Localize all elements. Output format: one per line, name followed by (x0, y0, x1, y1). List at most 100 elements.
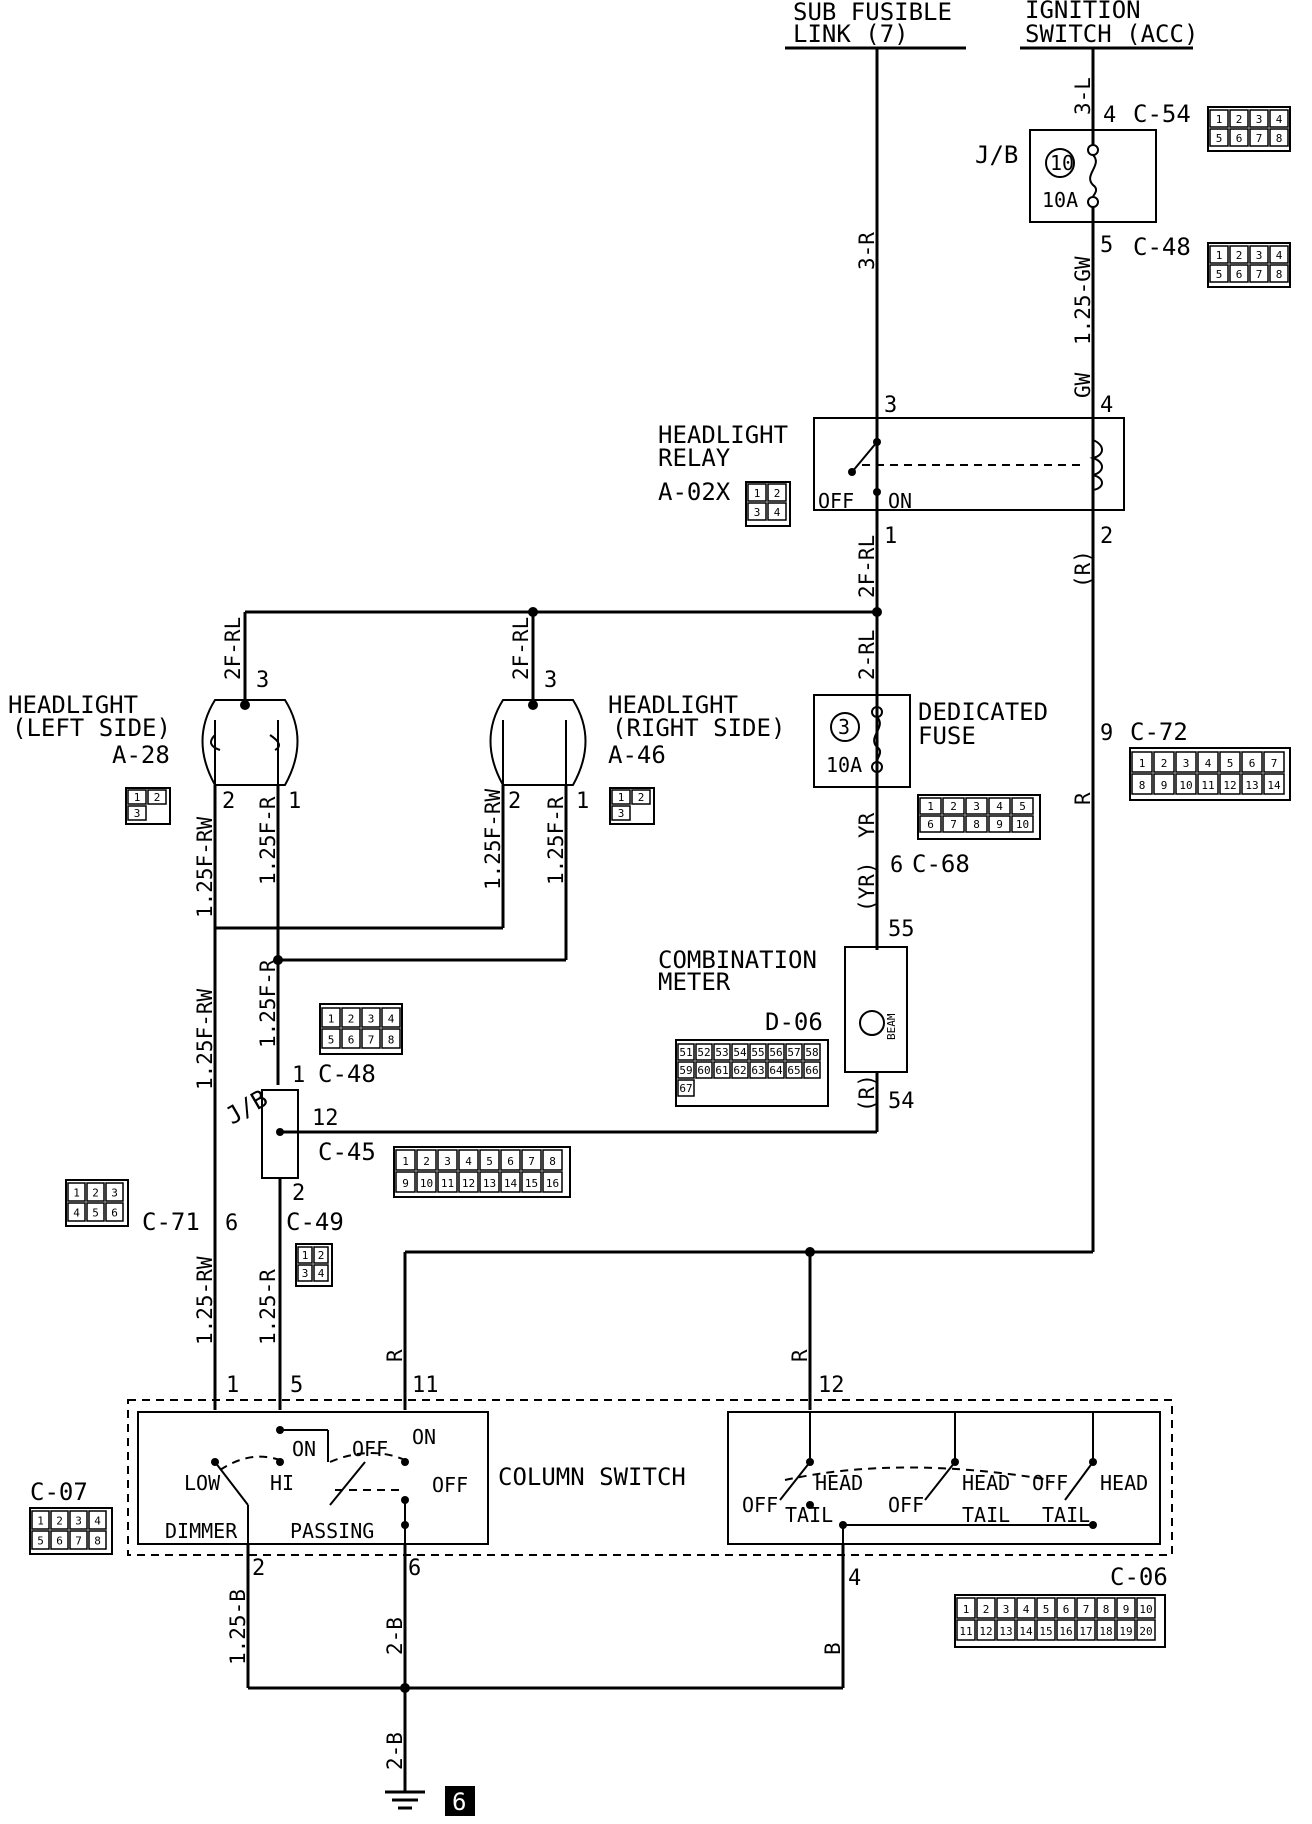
headlight-right-name-1: HEADLIGHT (608, 691, 738, 719)
c06-cell (996, 1619, 1016, 1641)
d06-cell (749, 1043, 767, 1061)
a02x-cell (767, 502, 787, 521)
c72-cell (1241, 773, 1263, 795)
c06-cell-number: 17 (1079, 1625, 1092, 1638)
jb-fuse-10: 10 10A J/B (975, 129, 1157, 223)
c06-cell (1116, 1619, 1136, 1641)
c07-cell-number: 5 (37, 1535, 44, 1548)
meter-beam-label: BEAM (885, 1013, 898, 1040)
cs-off-label-2: OFF (432, 1473, 468, 1497)
headlight-relay-name-1: HEADLIGHT (658, 421, 788, 449)
d06-cell-number: 65 (787, 1064, 800, 1077)
c48b-cell (361, 1028, 381, 1049)
c48-face-top (1207, 242, 1291, 288)
c06-cell (976, 1619, 996, 1641)
c48b-cell-number: 6 (348, 1033, 355, 1046)
column-switch: 1 5 11 12 COLUMN SWITCH LOW HI ON OFF ON… (127, 1373, 1173, 1556)
c45-cell-number: 10 (420, 1177, 433, 1190)
c06-cell (1036, 1619, 1056, 1641)
cs-passing-label: PASSING (290, 1519, 374, 1543)
pin-c68-6: 6 (890, 853, 903, 878)
c68-cell (1011, 815, 1034, 833)
pin-left-3: 3 (256, 668, 269, 693)
c48b-cell (321, 1007, 341, 1028)
c45-cell (416, 1171, 437, 1193)
c49-cell (297, 1264, 313, 1282)
c54-cell-number: 1 (1216, 113, 1223, 126)
headlight-left-name-1: HEADLIGHT (8, 691, 138, 719)
c68-cell (965, 797, 988, 815)
d06-cell-number: 66 (805, 1064, 818, 1077)
c45-cell-number: 5 (486, 1155, 493, 1168)
c45-cell (521, 1171, 542, 1193)
c45-cell-number: 2 (423, 1155, 430, 1168)
d06-cell (731, 1061, 749, 1079)
c72-cell (1153, 751, 1175, 773)
headlight-relay: HEADLIGHT RELAY A-02X OFF ON (658, 417, 1125, 612)
connector-c45-label: C-45 (318, 1138, 376, 1166)
c45-cell-number: 8 (549, 1155, 556, 1168)
headlight-output-wiring: 1.25F-RW 1.25F-R 1.25F-RW 1.25F-R 1.25F-… (193, 785, 568, 1410)
d06-cell (803, 1061, 821, 1079)
a28-cell-number: 3 (134, 807, 141, 820)
c71-cell-number: 2 (92, 1187, 99, 1200)
cs-off-label-1: OFF (352, 1437, 388, 1461)
relay-on-label: ON (888, 489, 912, 513)
d06-cell-number: 63 (751, 1064, 764, 1077)
c72-cell (1131, 773, 1153, 795)
c45-cell (500, 1171, 521, 1193)
d06-cell-number: 58 (805, 1046, 818, 1059)
c71-cell-number: 3 (111, 1187, 118, 1200)
connector-c06-label: C-06 (1110, 1563, 1168, 1591)
c72-cell (1263, 751, 1285, 773)
pin-cs-12: 12 (818, 1373, 845, 1398)
sub-fusible-link-source: SUB FUSIBLE LINK (7) (785, 0, 966, 50)
pin-relay-4: 4 (1100, 393, 1113, 418)
c48-face-mid (319, 1003, 403, 1055)
d06-cell-number: 67 (679, 1082, 692, 1095)
c07-cell-number: 7 (75, 1535, 82, 1548)
d06-cell-number: 64 (769, 1064, 783, 1077)
cs-off-label-5: OFF (1032, 1471, 1068, 1495)
c06-cell (956, 1619, 976, 1641)
a02x-cell (747, 483, 767, 502)
d06-cell-number: 51 (679, 1046, 692, 1059)
wire-r-paren-label-1: (R) (1071, 550, 1095, 588)
c54-cell (1209, 128, 1229, 147)
c48-cell (1269, 264, 1289, 283)
c45-cell-number: 1 (402, 1155, 409, 1168)
cs-low-label: LOW (184, 1471, 221, 1495)
c45-cell (521, 1149, 542, 1171)
c68-cell-number: 5 (1019, 800, 1026, 813)
cs-head-label-2: HEAD (962, 1471, 1010, 1495)
cs-head-label-3: HEAD (1100, 1471, 1148, 1495)
ground-wiring: 6 (246, 1544, 845, 1816)
c45-cell (479, 1149, 500, 1171)
c06-cell-number: 4 (1023, 1603, 1030, 1616)
d06-cell (767, 1043, 785, 1061)
c68-cell-number: 6 (927, 818, 934, 831)
c72-cell (1153, 773, 1175, 795)
cs-dimmer-label: DIMMER (165, 1519, 238, 1543)
c07-cell-number: 6 (56, 1535, 63, 1548)
a02x-cell-number: 4 (774, 506, 781, 519)
c06-cell (976, 1597, 996, 1619)
c45-cell (479, 1171, 500, 1193)
c72-cell (1197, 773, 1219, 795)
c48-cell-number: 4 (1276, 249, 1283, 262)
c49-cell-number: 2 (318, 1249, 325, 1262)
d06-cell-number: 60 (697, 1064, 710, 1077)
wire-r-paren-label-2: (R) (855, 1074, 879, 1112)
c45-cell (395, 1149, 416, 1171)
c54-cell (1209, 109, 1229, 128)
c06-cell (1096, 1597, 1116, 1619)
c06-cell (1076, 1619, 1096, 1641)
wire-r-label-1: R (1071, 792, 1095, 805)
c49-cell (313, 1264, 329, 1282)
a02x-cell-number: 3 (754, 506, 761, 519)
c06-cell (1056, 1619, 1076, 1641)
c72-cell-number: 8 (1139, 779, 1146, 792)
c54-cell-number: 2 (1236, 113, 1243, 126)
